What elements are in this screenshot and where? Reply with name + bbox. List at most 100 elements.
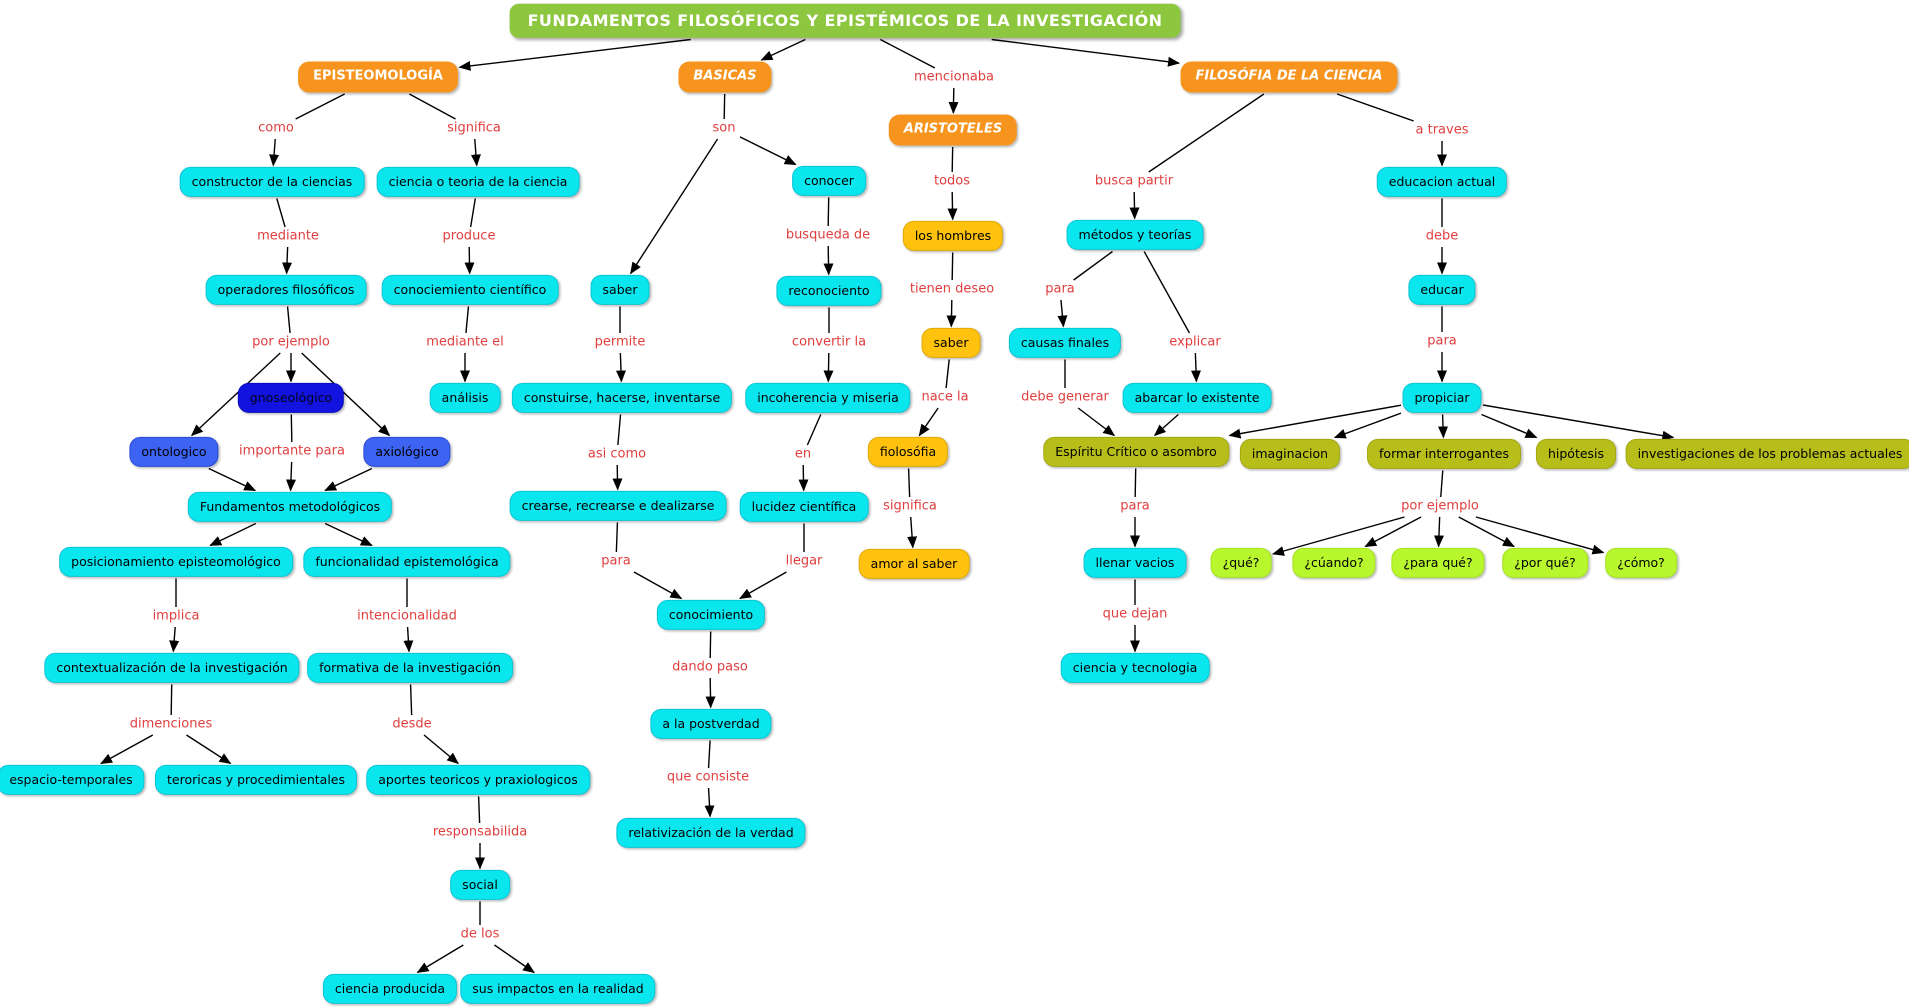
node-relativ[interactable]: relativización de la verdad (616, 817, 806, 849)
node-propiciar[interactable]: propiciar (1402, 382, 1482, 414)
node-metodos[interactable]: métodos y teorías (1066, 219, 1204, 251)
node-investig[interactable]: investigaciones de los problemas actuale… (1625, 438, 1909, 470)
node-func[interactable]: funcionalidad epistemológica (303, 546, 511, 578)
edge-gnoseo-imppara (290, 414, 293, 443)
edge-epist-significa1 (409, 93, 456, 120)
edge-delos-cienciaprod (416, 944, 464, 974)
edge-cteoria-produce (469, 198, 476, 228)
node-teroricas[interactable]: teroricas y procedimientales (154, 764, 358, 796)
node-reconoc[interactable]: reconociento (776, 275, 882, 307)
node-cteoria[interactable]: ciencia o teoria de la ciencia (376, 166, 580, 198)
node-lucidez[interactable]: lucidez científica (739, 491, 869, 523)
link-label-responsabilida: responsabilida (432, 824, 528, 840)
edge-title-basicas (760, 38, 806, 61)
link-label-asicomo: asi como (587, 446, 647, 462)
node-gnoseo[interactable]: gnoseológico (237, 382, 345, 414)
node-hipotesis[interactable]: hipótesis (1535, 438, 1617, 470)
edge-abarcar-espiritu (1153, 413, 1179, 437)
edge-title-epist (458, 38, 691, 71)
node-llenar[interactable]: llenar vacios (1083, 547, 1187, 579)
edge-conoccient-medel (465, 306, 470, 334)
node-filosofia[interactable]: FILOSÓFIA DE LA CIENCIA (1180, 61, 1398, 93)
node-social[interactable]: social (450, 869, 510, 901)
edge-todos-hombres (947, 191, 958, 221)
node-cienciaprod[interactable]: ciencia producida (322, 973, 458, 1005)
link-label-en: en (794, 446, 812, 462)
node-conocimiento[interactable]: conocimiento (656, 599, 766, 631)
node-educar[interactable]: educar (1408, 274, 1476, 306)
node-espacio[interactable]: espacio-temporales (0, 764, 145, 796)
link-label-para1: para (601, 553, 631, 569)
edge-filosofia-atraves (1336, 93, 1414, 122)
link-label-como: como (258, 120, 294, 136)
node-amor[interactable]: amor al saber (858, 548, 970, 580)
link-label-dimen: dimenciones (129, 716, 213, 732)
edge-imppara-fund (286, 461, 296, 492)
node-analisis[interactable]: análisis (429, 382, 501, 414)
node-operadores[interactable]: operadores filosóficos (205, 274, 367, 306)
node-causas[interactable]: causas finales (1008, 327, 1122, 359)
node-basicas[interactable]: BASICAS (678, 61, 772, 93)
node-q2[interactable]: ¿cúando? (1292, 547, 1376, 579)
node-formativa[interactable]: formativa de la investigación (307, 652, 513, 684)
node-axio[interactable]: axiológico (363, 436, 451, 468)
node-q3[interactable]: ¿para qué? (1391, 547, 1485, 579)
edge-filosofia-busca (1148, 93, 1265, 173)
edge-como-constructor (269, 138, 280, 167)
edge-queconsiste-relativ (704, 787, 715, 818)
node-q4[interactable]: ¿por qué? (1502, 547, 1588, 579)
edge-epist-como (295, 93, 345, 120)
node-crearse[interactable]: crearse, recrearse e dealizarse (509, 490, 727, 522)
node-aristoteles[interactable]: ARISTOTELES (888, 114, 1018, 146)
node-epist[interactable]: EPISTEOMOLOGÍA (298, 61, 458, 93)
node-title[interactable]: FUNDAMENTOS FILOSÓFICOS Y EPISTÉMICOS DE… (509, 3, 1181, 39)
link-label-busqueda: busqueda de (785, 227, 871, 243)
link-label-imppara: importante para (239, 443, 345, 459)
node-q5[interactable]: ¿cómo? (1605, 547, 1677, 579)
edge-busqueda-reconoc (823, 245, 834, 276)
node-conocer[interactable]: conocer (792, 165, 866, 197)
node-hombres[interactable]: los hombres (902, 220, 1004, 252)
node-formar[interactable]: formar interrogantes (1367, 438, 1521, 470)
edge-conocer-busqueda (827, 197, 830, 227)
node-cienciatec[interactable]: ciencia y tecnologia (1060, 652, 1210, 684)
link-label-llegar: llegar (785, 553, 823, 569)
node-saber1[interactable]: saber (590, 274, 650, 306)
edge-delos-impactos (494, 944, 535, 974)
node-posic[interactable]: posicionamiento episteomológico (59, 546, 293, 578)
link-label-todos: todos (933, 173, 971, 189)
edge-son-conocer (739, 136, 797, 166)
node-aportes[interactable]: aportes teoricos y praxiologicos (366, 764, 590, 796)
node-imaginacion[interactable]: imaginacion (1239, 438, 1341, 470)
node-espiritu[interactable]: Espíritu Crítico o asombro (1043, 436, 1229, 468)
edge-significa1-cteoria (470, 138, 481, 167)
edge-formativa-desde (409, 684, 413, 716)
edge-porej2-q4 (1458, 516, 1515, 548)
node-conoccient[interactable]: conociemiento científico (381, 274, 559, 306)
node-fund[interactable]: Fundamentos metodológicos (187, 491, 393, 523)
node-constuirse[interactable]: constuirse, hacerse, inventarse (511, 382, 733, 414)
edge-aportes-responsabilida (477, 796, 481, 824)
node-impactos[interactable]: sus impactos en la realidad (460, 973, 656, 1005)
edge-onto-fund (208, 467, 257, 492)
edge-dando-postverdad (705, 677, 716, 709)
link-label-permite: permite (594, 334, 646, 350)
node-q1[interactable]: ¿qué? (1210, 547, 1272, 579)
edge-fiolo-significa2 (907, 468, 911, 498)
node-constructor[interactable]: constructor de la ciencias (179, 166, 365, 198)
link-label-mediante: mediante (257, 228, 319, 244)
node-incoher[interactable]: incoherencia y miseria (745, 382, 911, 414)
node-saber2[interactable]: saber (921, 327, 981, 359)
edge-convertir-incoher (823, 352, 834, 383)
node-postverdad[interactable]: a la postverdad (650, 708, 772, 740)
link-label-para3: para (1427, 333, 1457, 349)
node-educacion[interactable]: educacion actual (1376, 166, 1508, 198)
edge-dimen-teroricas (186, 734, 232, 765)
node-fiolo[interactable]: fiolosófia (867, 436, 949, 468)
edge-nacela-fiolo (918, 407, 939, 437)
link-label-medel: mediante el (426, 334, 504, 350)
node-abarcar[interactable]: abarcar lo existente (1122, 382, 1272, 414)
node-onto[interactable]: ontologico (129, 436, 219, 468)
node-context[interactable]: contextualización de la investigación (44, 652, 300, 684)
